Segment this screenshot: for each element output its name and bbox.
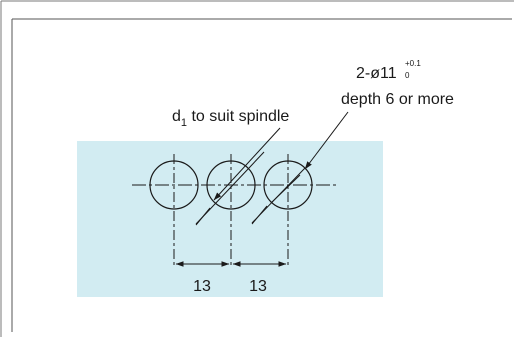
hole-left [149,160,199,210]
dimension-right-value: 13 [249,278,267,295]
hole-center [206,160,256,210]
tolerance-upper: +0.1 [405,59,421,68]
hole-diameter-lines [195,167,306,225]
mounting-panel [77,141,383,297]
depth-note: depth 6 or more [341,91,454,108]
holes-qty-diameter-label: 2-ø11 [356,65,397,82]
tolerance-lower: 0 [405,71,410,80]
dimension-left-value: 13 [193,278,211,295]
hole-right [263,160,313,210]
center-hole-label: d1 to suit spindle [172,108,289,129]
